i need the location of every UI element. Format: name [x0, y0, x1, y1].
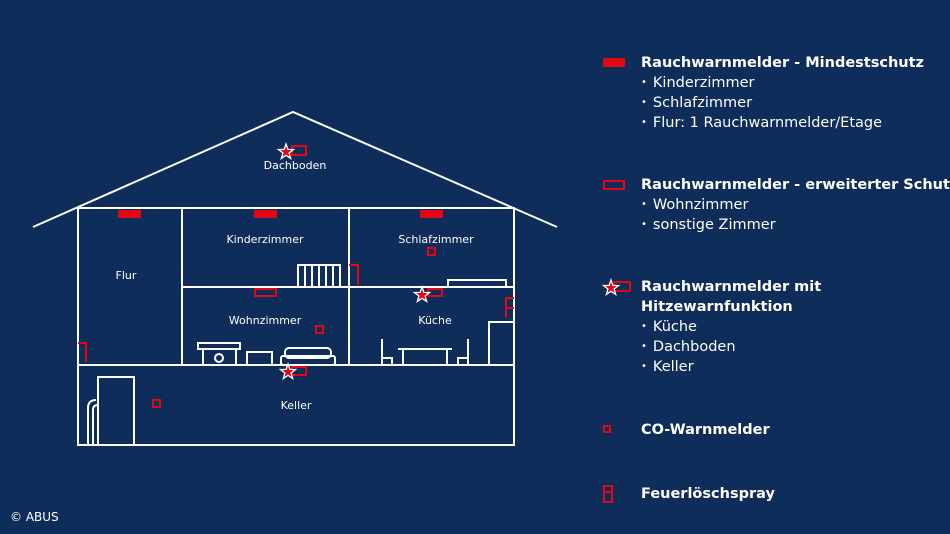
star-detector-icon — [602, 279, 631, 296]
smoke-detector-kids — [254, 210, 277, 218]
room-label-cellar: Keller — [281, 399, 312, 412]
legend-item: Keller — [641, 357, 736, 377]
co-detector-living — [315, 325, 324, 334]
side-table-icon — [246, 351, 273, 366]
legend-item: sonstige Zimmer — [641, 215, 776, 235]
co-detector-cellar — [152, 399, 161, 408]
legend-item: Kinderzimmer — [641, 73, 882, 93]
legend-item: Küche — [641, 317, 736, 337]
house-structure — [32, 110, 558, 446]
room-label-bedroom: Schlafzimmer — [398, 233, 474, 246]
pipes-icon — [87, 399, 99, 445]
legend-title: Rauchwarnmelder - erweiterter Schutz — [641, 177, 950, 193]
spray-can-icon — [603, 485, 613, 503]
legend-list: Wohnzimmer sonstige Zimmer — [641, 195, 776, 235]
legend-item: Flur: 1 Rauchwarnmelder/Etage — [641, 113, 882, 133]
extinguisher-bedroom — [349, 264, 359, 285]
legend-title: Feuerlöschspray — [641, 486, 775, 502]
fireplace-icon — [197, 342, 241, 366]
detectors — [78, 143, 514, 408]
room-label-kids: Kinderzimmer — [226, 233, 304, 246]
legend-item: Schlafzimmer — [641, 93, 882, 113]
cellar-door-icon — [97, 376, 135, 446]
kitchen-cabinet-icon — [488, 321, 515, 366]
filled-rect-icon — [603, 58, 625, 67]
house-diagram: Dachboden Flur Kinderzimmer Schlafzimmer… — [32, 110, 558, 446]
legend-item: Dachboden — [641, 337, 736, 357]
small-square-icon — [603, 425, 611, 433]
smoke-detector-living — [254, 288, 277, 297]
legend-list: Küche Dachboden Keller — [641, 317, 736, 377]
radiator-icon — [297, 264, 341, 288]
extinguisher-hall — [78, 342, 87, 362]
legend-title: Rauchwarnmelder - Mindestschutz — [641, 55, 924, 71]
legend-list: Kinderzimmer Schlafzimmer Flur: 1 Rauchw… — [641, 73, 882, 133]
sofa-icon — [280, 347, 336, 366]
furniture — [87, 264, 515, 446]
room-label-living: Wohnzimmer — [229, 314, 302, 327]
extinguisher-kitchen — [505, 297, 514, 318]
legend-title: Rauchwarnmelder mit Hitzewarnfunktion — [641, 279, 822, 315]
roof — [32, 110, 558, 228]
room-label-hall: Flur — [116, 269, 137, 282]
room-label-kitchen: Küche — [418, 314, 452, 327]
legend: Rauchwarnmelder - Mindestschutz Kinderzi… — [600, 0, 950, 534]
legend-item: Wohnzimmer — [641, 195, 776, 215]
smoke-detector-hall — [118, 210, 141, 218]
room-label-attic: Dachboden — [264, 159, 327, 172]
smoke-detector-bedroom — [420, 210, 443, 218]
outline-rect-icon — [603, 180, 625, 190]
heat-detector-attic — [291, 145, 307, 156]
co-detector-bedroom — [427, 247, 436, 256]
legend-title: CO-Warnmelder — [641, 422, 770, 438]
dining-table-icon — [381, 339, 469, 365]
copyright: © ABUS — [10, 510, 59, 524]
kitchen-shelf-icon — [447, 279, 507, 288]
